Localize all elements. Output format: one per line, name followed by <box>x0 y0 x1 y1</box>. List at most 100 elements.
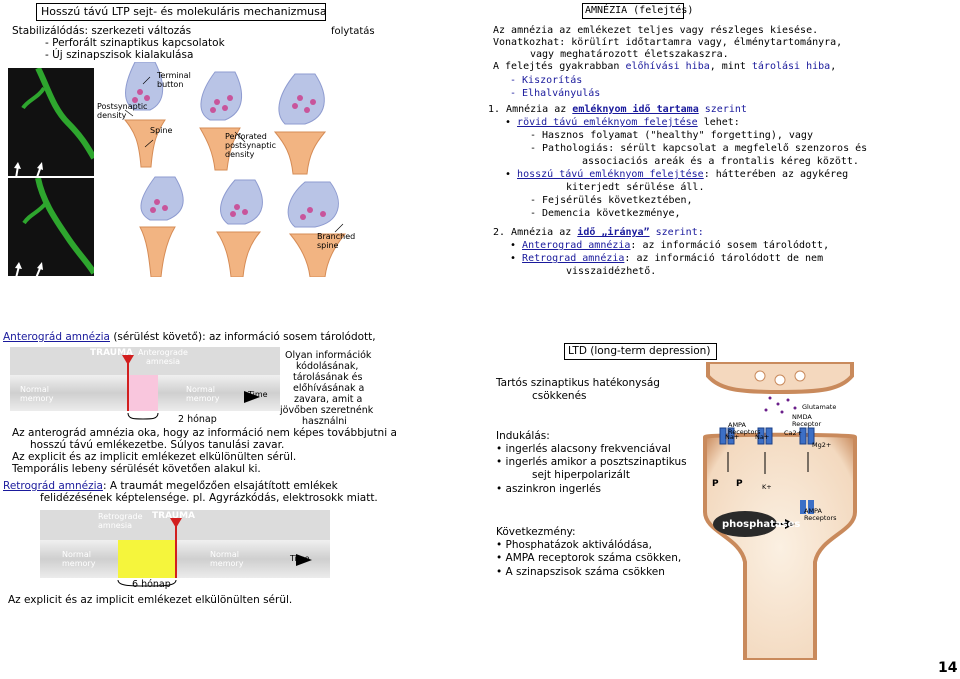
bullet-icon: • <box>496 566 506 578</box>
bullet-icon: • <box>496 443 506 455</box>
bullet-icon: • <box>496 456 506 468</box>
ltd-induction: Indukálás: <box>496 430 550 442</box>
antero-d3: Az explicit és az implicit emlékezet elk… <box>12 451 297 463</box>
ltd-kovetkezmeny: Következmény: <box>496 526 576 538</box>
antero-side-3: tárolásának és <box>293 372 363 383</box>
antero-heading: Anterográd amnézia (sérülést követő): az… <box>3 331 376 344</box>
bullet-icon: • <box>505 169 518 180</box>
amnesia-p1-a: 1. Amnézia az <box>488 104 573 115</box>
ltd-i3: • aszinkron ingerlés <box>496 483 601 496</box>
folytatas-label: folytatás <box>331 26 375 37</box>
antero-side-1: Olyan információk <box>285 350 372 361</box>
ltd-fig-ampa: AMPA Receptors <box>728 421 761 436</box>
ltd-k3: • A szinapszisok száma csökken <box>496 566 665 579</box>
ltd-fig-ampa-2: AMPA Receptors <box>804 507 837 522</box>
amnesia-b2d2: - Demencia következménye, <box>530 208 681 219</box>
stabilization-text: Stabilizálódás: szerkezeti változás <box>12 25 192 37</box>
ltp-title-box: Hosszú távú LTP sejt- és molekuláris mec… <box>36 3 327 21</box>
amnesia-l1: Az amnézia az emlékezet teljes vagy rész… <box>493 25 819 36</box>
amnesia-a2-link[interactable]: Retrograd amnézia <box>522 253 625 264</box>
ltd-fig-na-1: Na+ <box>725 433 740 441</box>
ltd-i2: • ingerlés amikor a posztszinaptikus <box>496 456 687 469</box>
antero-side-4: előhívásának a <box>293 383 365 394</box>
ltd-k2: • AMPA receptorok száma csökken, <box>496 552 681 565</box>
antero-side-2: kódolásának, <box>296 361 359 372</box>
amnesia-a2c: visszaidézhető. <box>566 266 657 277</box>
antero-normal-1: Normal memory <box>20 385 54 403</box>
amnesia-b1d3: associaciós areák és a frontalis kéreg k… <box>582 156 859 167</box>
retro-footer: Az explicit és az implicit emlékezet elk… <box>8 594 293 606</box>
amnesia-l4: A felejtés gyakrabban előhívási hiba, mi… <box>493 60 836 73</box>
antero-heading-link[interactable]: Anterográd amnézia <box>3 331 110 343</box>
amnesia-p2-a: 2. Amnézia az <box>493 227 578 238</box>
antero-normal-2: Normal memory <box>186 385 220 403</box>
ltd-i2-text: ingerlés amikor a posztszinaptikus <box>505 456 687 468</box>
label-branched-spine: Branched spine <box>317 232 356 250</box>
label-postsynaptic-density: Postsynaptic density <box>97 102 148 120</box>
antero-d2: hosszú távú emlékezetbe. Súlyos tanulási… <box>30 439 285 451</box>
antero-d4: Temporális lebeny sérülését követően ala… <box>12 463 261 475</box>
ltd-fig-glutamate: Glutamate <box>802 403 837 411</box>
label-spine: Spine <box>150 126 173 135</box>
amnesia-b1: • rövid távú emléknyom felejtése lehet: <box>505 116 740 129</box>
ltd-i1: • ingerlés alacsony frekvenciával <box>496 443 671 456</box>
bullet-icon: • <box>496 539 506 551</box>
amnesia-b1d1: - Hasznos folyamat ("healthy" forgetting… <box>530 130 813 141</box>
amnesia-b2-c: : hátterében az agykéreg <box>703 169 849 180</box>
ltd-i1-text: ingerlés alacsony frekvenciával <box>505 443 671 455</box>
amnesia-b2-link[interactable]: hosszú távú emléknyom felejtése <box>517 169 704 180</box>
perforated-text: - Perforált szinaptikus kapcsolatok <box>45 37 225 49</box>
antero-time: Time <box>248 390 268 399</box>
retro-trauma: TRAUMA <box>152 511 195 521</box>
bullet-icon: • <box>510 253 523 264</box>
antero-side-7: használni <box>302 416 347 427</box>
label-perforated: Perforated postsynaptic density <box>225 132 276 159</box>
ltd-fig-phosphatases: phosphatases <box>722 519 801 530</box>
ltd-title: LTD (long-term depression) <box>568 345 711 357</box>
ltd-l1: Tartós szinaptikus hatékonyság <box>496 377 660 389</box>
ltd-k1-text: Phosphatázok aktiválódása, <box>505 539 652 551</box>
ltp-title: Hosszú távú LTP sejt- és molekuláris mec… <box>41 5 327 18</box>
anterograde-timeline: TRAUMA Anterograde amnesia Normal memory… <box>10 347 280 425</box>
ltd-title-box: LTD (long-term depression) <box>564 343 717 360</box>
amnesia-a2-b: : az információ tárolódott de nem <box>624 253 824 264</box>
retro-heading-link[interactable]: Retrográd amnézia <box>3 480 103 492</box>
amnesia-p1-c: szerint <box>698 104 747 115</box>
amnesia-l6: - Elhalványulás <box>510 88 601 99</box>
amnesia-p2-c: szerint: <box>649 227 704 238</box>
retro-retrograde: Retrograde amnesia <box>98 512 143 530</box>
antero-d1: Az anterográd amnézia oka, hogy az infor… <box>12 427 397 439</box>
amnesia-b2: • hosszú távú emléknyom felejtése: hátte… <box>505 168 848 181</box>
antero-side-5: zavara, amit a <box>294 394 363 405</box>
amnesia-b1d2: - Pathologiás: sérült kapcsolat a megfel… <box>530 143 868 154</box>
antero-months: 2 hónap <box>178 414 217 425</box>
ltd-k3-text: A szinapszisok száma csökken <box>505 566 665 578</box>
amnesia-a1-link[interactable]: Anterograd amnézia <box>522 240 631 251</box>
amnesia-p1-b[interactable]: emléknyom idő tartama <box>572 104 699 115</box>
amnesia-l4-c: , mint <box>709 61 752 72</box>
retro-heading-c: felidézésének képtelensége. pl. Agyrázkó… <box>40 492 378 504</box>
amnesia-b2d: kiterjedt sérülése áll. <box>566 182 705 193</box>
amnesia-l4-e: , <box>830 61 837 72</box>
amnesia-l2: Vonatkozhat: körülírt időtartamra vagy, … <box>493 37 843 48</box>
ltd-synapse-figure: Glutamate NMDA Receptor AMPA Receptors C… <box>700 360 860 662</box>
antero-trauma: TRAUMA <box>90 348 133 358</box>
amnesia-p2-b[interactable]: idő „iránya” <box>577 227 650 238</box>
ltd-fig-p-2: P <box>736 479 743 489</box>
bullet-icon: • <box>496 483 506 495</box>
amnesia-b1-link[interactable]: rövid távú emléknyom felejtése <box>517 117 698 128</box>
amnesia-a1-b: : az információ sosem tárolódott, <box>630 240 830 251</box>
ltd-k2-text: AMPA receptorok száma csökken, <box>505 552 682 564</box>
amnesia-title-box: AMNÉZIA (felejtés) <box>582 3 693 19</box>
retro-heading: Retrográd amnézia: A traumát megelőzően … <box>3 480 338 493</box>
amnesia-p1: 1. Amnézia az emléknyom idő tartama szer… <box>488 103 747 116</box>
ltd-i2b: sejt hiperpolarizált <box>532 469 630 481</box>
amnesia-l4-d: tárolási hiba <box>751 61 831 72</box>
ltd-k1: • Phosphatázok aktiválódása, <box>496 539 652 552</box>
amnesia-l3: vagy meghatározott életszakaszra. <box>530 49 729 60</box>
ltd-i3-text: aszinkron ingerlés <box>505 483 601 495</box>
ltd-fig-p-1: P <box>712 479 719 489</box>
new-synapse-text: - Új szinapszisok kialakulása <box>45 49 194 61</box>
amnesia-a2: • Retrograd amnézia: az információ tárol… <box>510 252 823 265</box>
bullet-icon: • <box>496 552 506 564</box>
